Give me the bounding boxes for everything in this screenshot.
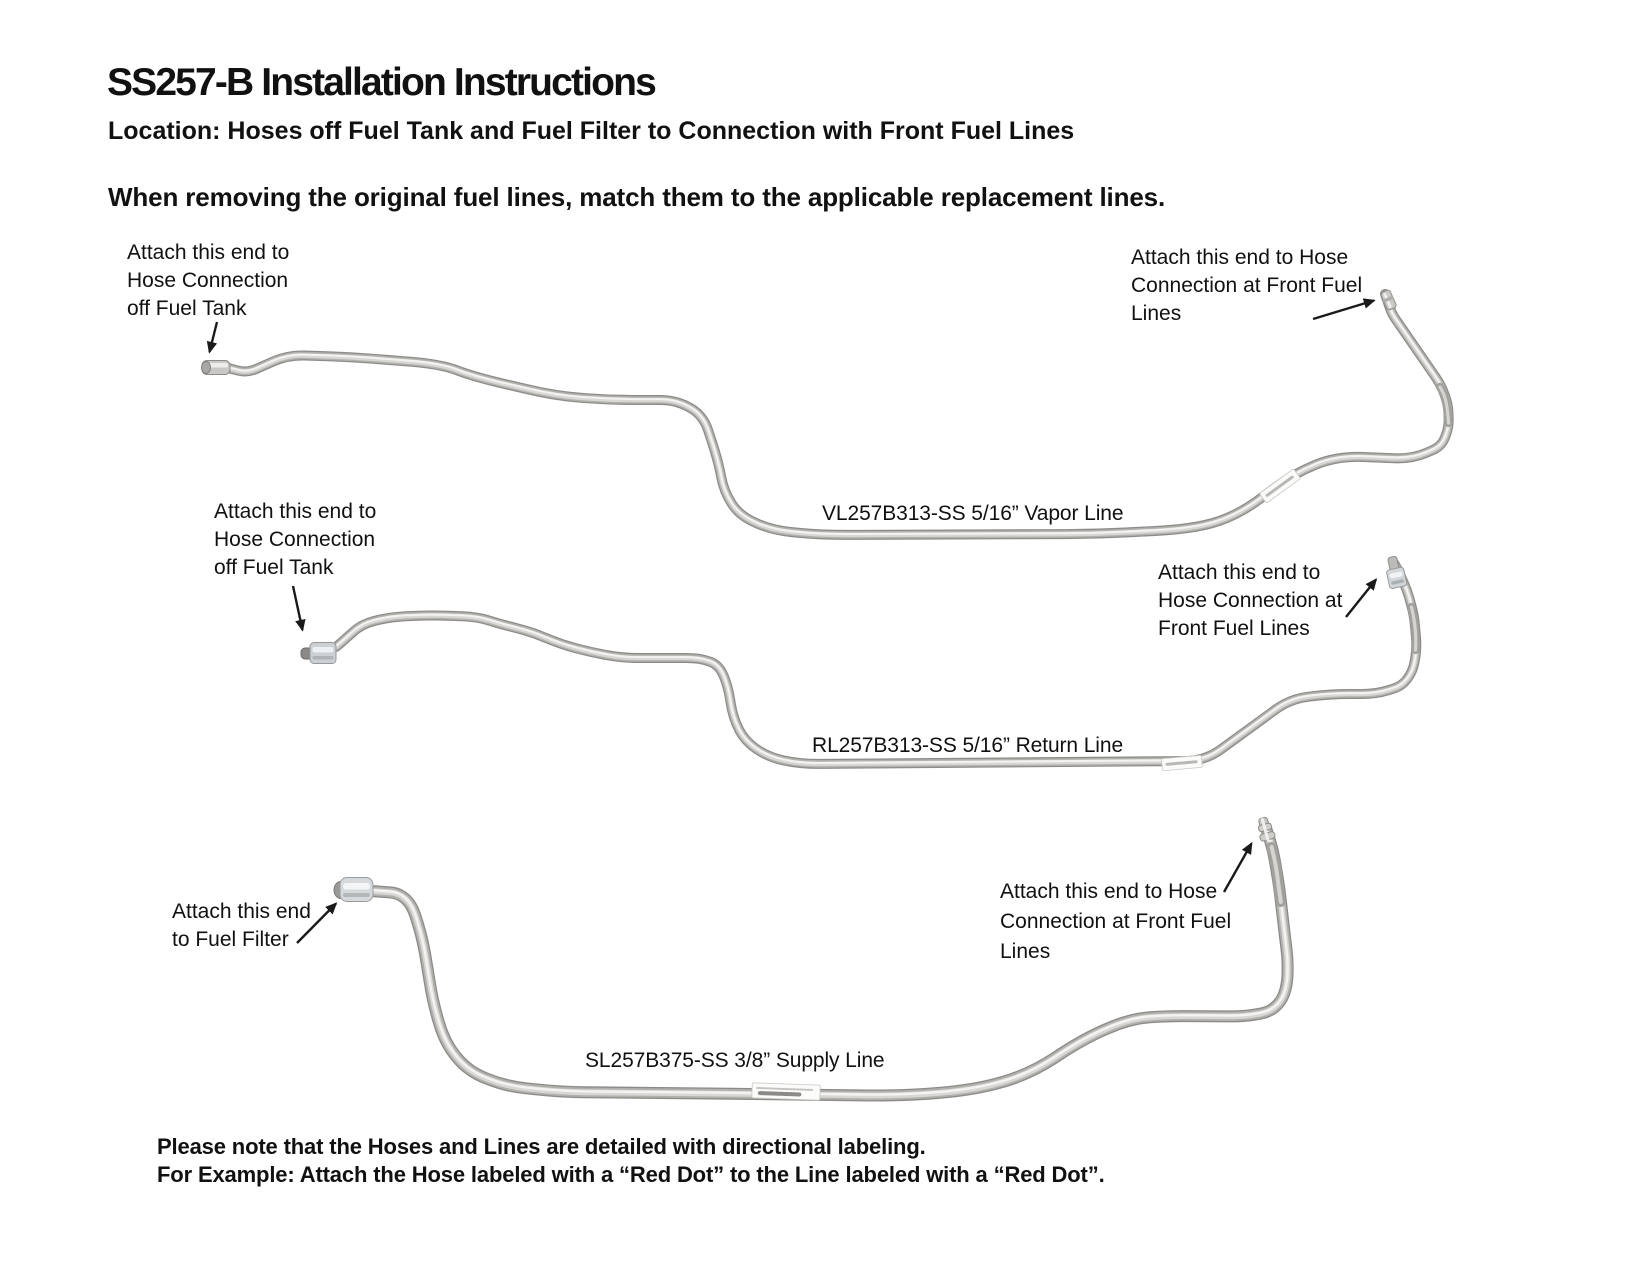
supply-right-tip (1257, 816, 1276, 842)
return-right-fitting (1386, 556, 1408, 589)
callout-arrows (206, 298, 1378, 944)
part-label-return: RL257B313-SS 5/16” Return Line (812, 734, 1124, 757)
supply-line-photo (333, 816, 1294, 1102)
arrow-supply-right (1222, 841, 1253, 893)
return-left-fitting (300, 642, 337, 664)
callout-return-left: Attach this end to Hose Connection off F… (214, 500, 377, 579)
part-label-supply: SL257B375-SS 3/8” Supply Line (585, 1049, 885, 1072)
callout-return-right: Attach this end to Hose Connection at Fr… (1158, 561, 1343, 640)
page-title: SS257-B Installation Instructions (107, 61, 657, 104)
vapor-weld-segment (1435, 382, 1453, 428)
footer-note-line2: For Example: Attach the Hose labeled wit… (157, 1162, 1105, 1187)
vapor-line-photo (201, 289, 1454, 540)
vapor-sticker (1259, 468, 1301, 504)
supply-tube-stroke-highlight (369, 825, 1289, 1096)
return-sticker (1161, 755, 1203, 771)
arrow-return-left (291, 585, 306, 632)
supply-left-fitting (333, 877, 374, 902)
return-weld-segment (1407, 602, 1420, 655)
return-line-photo (300, 556, 1422, 771)
arrow-return-right (1345, 578, 1378, 618)
vapor-left-fitting (201, 360, 231, 375)
callout-supply-right: Attach this end to Hose Connection at Fr… (1000, 880, 1232, 963)
arrow-vapor-left (206, 321, 219, 354)
return-tube-stroke-highlight (335, 561, 1418, 765)
callout-supply-left: Attach this end to Fuel Filter (172, 900, 311, 951)
callout-vapor-right: Attach this end to Hose Connection at Fr… (1131, 246, 1363, 325)
intro-line: When removing the original fuel lines, m… (108, 182, 1166, 212)
callout-vapor-left: Attach this end to Hose Connection off F… (127, 241, 290, 320)
arrow-vapor-right (1312, 298, 1376, 321)
vapor-right-tip (1380, 289, 1397, 311)
footer-note: Please note that the Hoses and Lines are… (157, 1133, 1105, 1189)
supply-weld-segment (1266, 842, 1286, 907)
part-label-vapor: VL257B313-SS 5/16” Vapor Line (822, 502, 1124, 525)
location-line: Location: Hoses off Fuel Tank and Fuel F… (108, 117, 1075, 145)
footer-note-line1: Please note that the Hoses and Lines are… (157, 1134, 926, 1159)
supply-sticker (751, 1082, 821, 1101)
arrow-supply-left (296, 902, 338, 944)
vapor-tube-stroke-highlight (227, 292, 1450, 536)
